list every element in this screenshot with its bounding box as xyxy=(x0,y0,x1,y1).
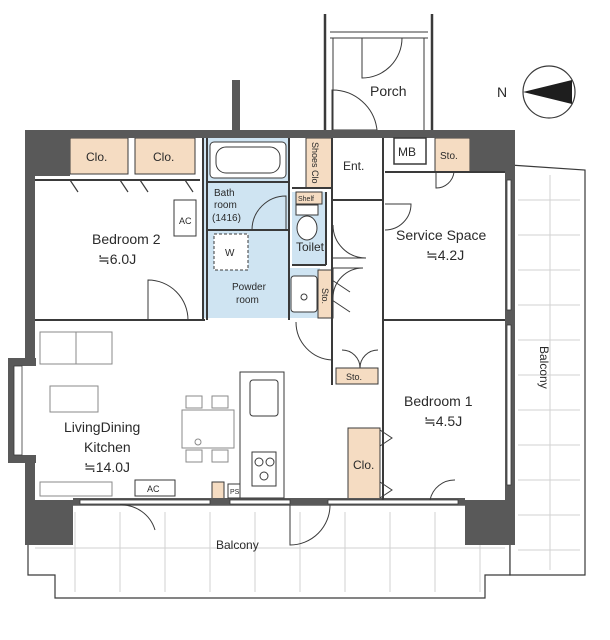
shoes-closet-label: Shoes Clo xyxy=(310,142,320,184)
ldk-size: ≒14.0J xyxy=(84,459,130,475)
closet-bedroom2-b xyxy=(134,137,196,175)
balcony-east-label: Balcony xyxy=(537,346,551,389)
bedroom1-size: ≒4.5J xyxy=(424,413,462,429)
toilet-label: Toilet xyxy=(296,240,325,254)
toilet-shelf xyxy=(295,191,323,205)
balcony-south-area xyxy=(27,504,511,599)
balcony-south-label: Balcony xyxy=(216,538,259,552)
closet-label-a: Clo. xyxy=(86,150,107,164)
compass-north-label: N xyxy=(497,84,507,100)
storage-label-vertical: Sto. xyxy=(320,288,330,304)
pipe-space xyxy=(227,483,241,499)
powder-line1: Powder xyxy=(232,282,267,293)
meter-box xyxy=(393,137,427,165)
aircon-bedroom2 xyxy=(173,199,197,237)
door-swings xyxy=(69,171,456,546)
bedroom1-name: Bedroom 1 xyxy=(404,393,473,409)
aircon-label-bedroom2: AC xyxy=(179,216,192,226)
powder-line2: room xyxy=(236,295,259,306)
ldk-name-line1: LivingDining xyxy=(64,419,140,435)
shelf-label: Shelf xyxy=(298,196,314,203)
toilet-tank xyxy=(295,204,319,216)
interior-walls xyxy=(35,138,505,500)
bath-line3: (1416) xyxy=(212,213,241,224)
bedroom2-size: ≒6.0J xyxy=(98,251,136,267)
meter-box-label: MB xyxy=(398,145,416,159)
closet-label-b: Clo. xyxy=(153,150,174,164)
dining-table xyxy=(181,395,235,463)
entrance-label: Ent. xyxy=(343,159,364,173)
washer-space xyxy=(213,233,249,271)
service-space-size: ≒4.2J xyxy=(426,247,464,263)
storage-label-hall: Sto. xyxy=(346,372,362,382)
storage-bedroom1-top xyxy=(335,367,379,385)
kitchen-pantry xyxy=(211,481,225,501)
compass-icon xyxy=(522,65,576,119)
pipe-space-label: PS xyxy=(230,489,240,496)
aircon-label-ldk: AC xyxy=(147,484,160,494)
tv-board xyxy=(39,481,113,497)
service-space-name: Service Space xyxy=(396,227,486,243)
toilet-bowl xyxy=(296,215,318,241)
bath-line2: room xyxy=(214,200,237,211)
aircon-ldk xyxy=(134,479,176,497)
ldk-name-line2: Kitchen xyxy=(84,439,131,455)
porch-label: Porch xyxy=(370,83,407,99)
porch-area xyxy=(323,14,434,131)
bedroom2-name: Bedroom 2 xyxy=(92,231,161,247)
washer-label: W xyxy=(225,248,235,259)
kitchen-counter xyxy=(239,371,285,499)
bath-line1: Bath xyxy=(214,188,235,199)
closet-label-bedroom1: Clo. xyxy=(353,458,374,472)
storage-label-service: Sto. xyxy=(440,151,458,162)
sofa xyxy=(39,331,113,413)
